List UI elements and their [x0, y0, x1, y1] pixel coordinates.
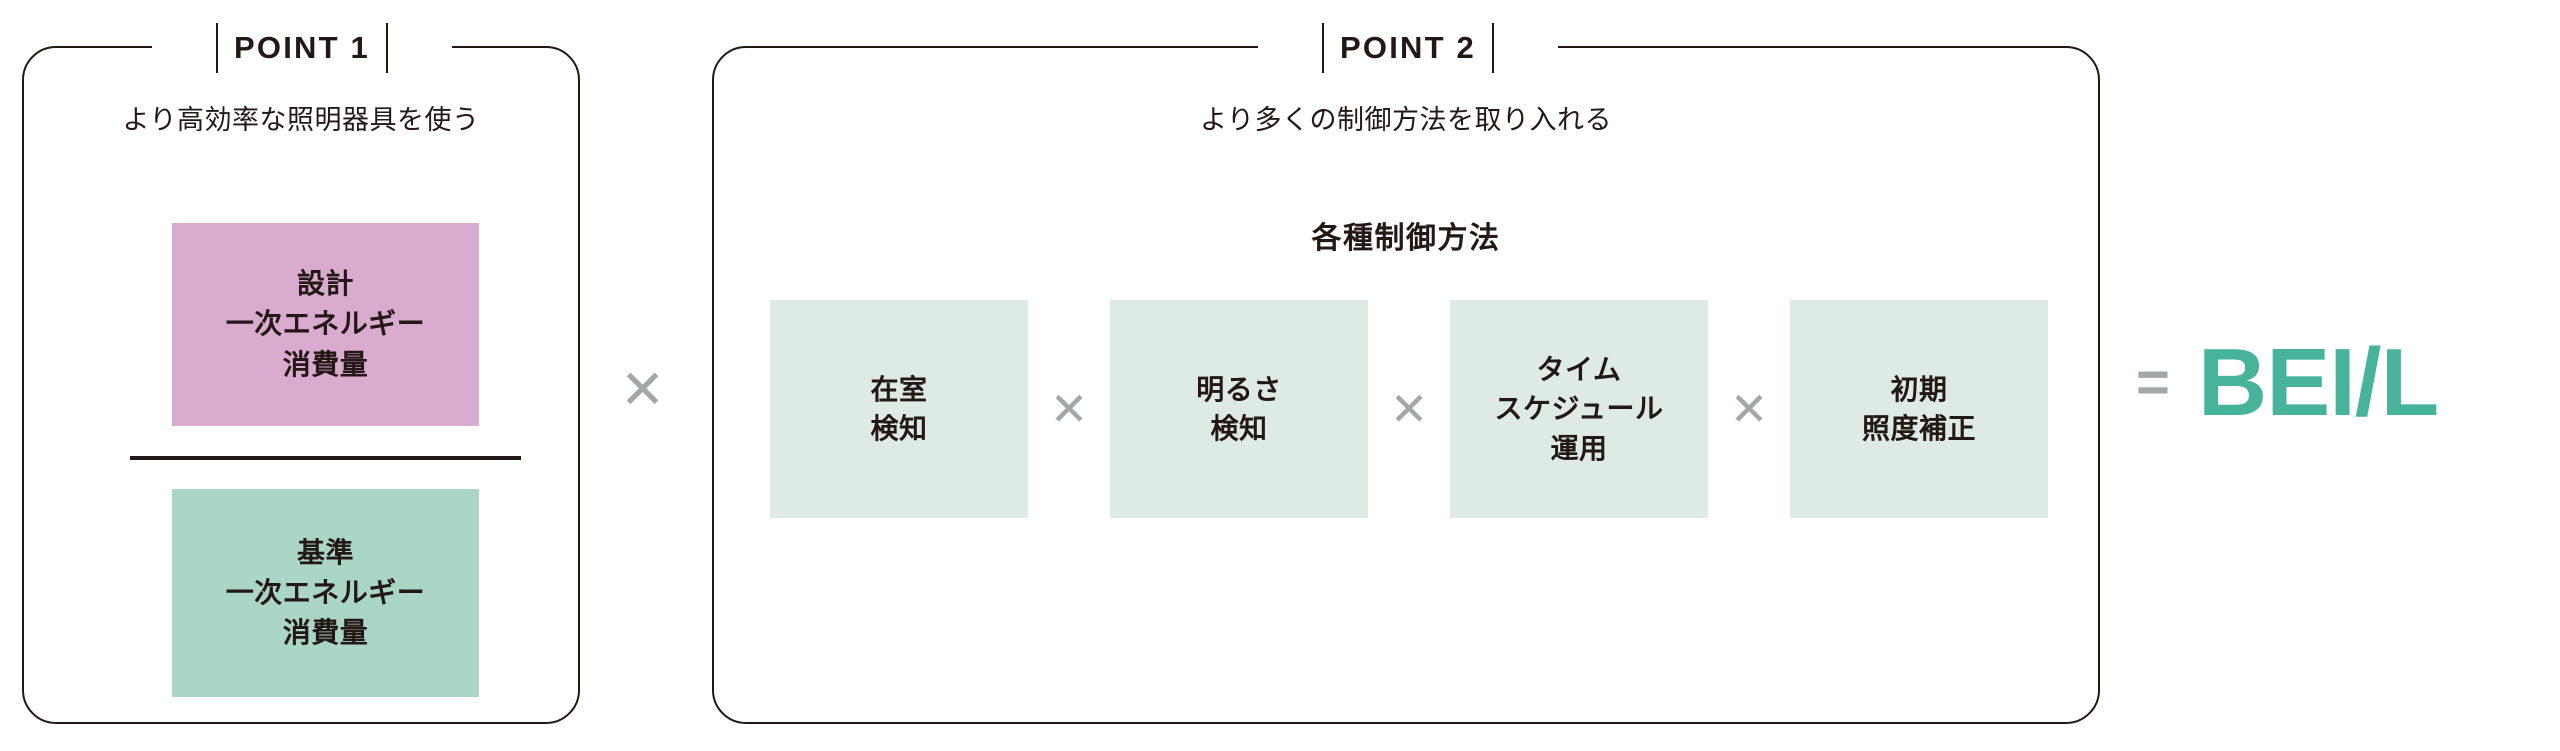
- tick-right-icon: [385, 23, 388, 73]
- point2-lead-text: より多くの制御方法を取り入れる: [1200, 105, 1612, 135]
- equals-icon: =: [2136, 350, 2170, 415]
- control-box-0-line1: 在室: [870, 373, 928, 405]
- multiply-icon-2: ✕: [1389, 383, 1429, 435]
- standard-primary-energy-box: 基準 一次エネルギー 消費量: [172, 489, 479, 697]
- design-box-line2: 一次エネルギー: [225, 308, 426, 340]
- tick-left-icon: [216, 23, 218, 73]
- design-box-line3: 消費量: [282, 348, 369, 380]
- standard-box-line2: 一次エネルギー: [225, 576, 426, 608]
- point2-label-gap: [1258, 42, 1558, 54]
- control-box-2-line3: 運用: [1550, 432, 1608, 464]
- multiply-icon-3: ✕: [1729, 383, 1769, 435]
- control-box-daylight: 明るさ 検知: [1110, 300, 1368, 518]
- design-box-line1: 設計: [296, 268, 354, 300]
- control-box-2-line1: タイム: [1536, 354, 1622, 386]
- control-box-initial-illuminance: 初期 照度補正: [1790, 300, 2048, 518]
- control-box-3-line2: 照度補正: [1861, 413, 1976, 444]
- result-expression: = BEI/L: [2136, 329, 2439, 436]
- point2-panel: POINT 2 より多くの制御方法を取り入れる 各種制御方法: [712, 23, 2100, 724]
- control-methods-heading: 各種制御方法: [1311, 222, 1501, 255]
- point1-lead-text: より高効率な照明器具を使う: [122, 105, 480, 135]
- point1-label-gap: [152, 42, 452, 54]
- control-box-time-schedule: タイム スケジュール 運用: [1450, 300, 1708, 518]
- control-box-3-line1: 初期: [1890, 373, 1948, 405]
- control-box-0-line2: 検知: [870, 413, 928, 444]
- point2-badge-label: POINT 2: [1340, 30, 1476, 65]
- point1-badge: POINT 1: [152, 20, 452, 76]
- control-box-occupancy: 在室 検知: [770, 300, 1028, 518]
- control-box-1-line1: 明るさ: [1196, 373, 1282, 405]
- fraction-bar: [130, 456, 521, 460]
- standard-box-line3: 消費量: [282, 617, 369, 649]
- design-primary-energy-box: 設計 一次エネルギー 消費量: [172, 223, 479, 426]
- result-label-beil: BEI/L: [2197, 329, 2439, 436]
- control-box-2-line2: スケジュール: [1494, 393, 1664, 425]
- point1-panel: POINT 1 より高効率な照明器具を使う 設計 一次エネルギー 消費量 基準 …: [22, 23, 580, 724]
- tick-left-icon: [1322, 23, 1324, 73]
- point2-badge: POINT 2: [1258, 20, 1558, 76]
- control-box-1-line2: 検知: [1210, 413, 1268, 444]
- standard-box-line1: 基準: [296, 536, 354, 568]
- multiply-icon-main: ✕: [620, 360, 666, 420]
- multiply-icon-1: ✕: [1049, 383, 1089, 435]
- control-methods-row: 在室 検知 ✕ 明るさ 検知 ✕ タイム スケジュール 運用 ✕ 初期 照度補正: [770, 300, 2048, 518]
- point1-badge-label: POINT 1: [234, 30, 370, 65]
- tick-right-icon: [1491, 23, 1494, 73]
